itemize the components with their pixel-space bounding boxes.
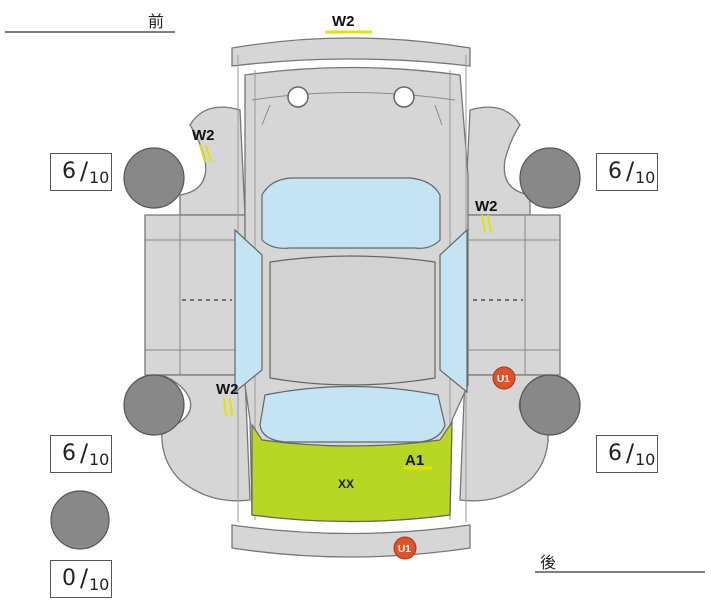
tread-num: 6 (62, 159, 76, 184)
rear-label: 後 (540, 554, 556, 572)
right-doors[interactable] (464, 214, 561, 376)
tread-slash: / (626, 157, 635, 185)
roof[interactable] (269, 255, 436, 386)
spare-tire[interactable] (50, 490, 110, 550)
tread-den: 10 (635, 168, 656, 187)
badge-bottom-u1-text: U1 (398, 544, 411, 555)
mark-trunk-xx: XX (338, 477, 354, 491)
badge-right-u1-text: U1 (497, 374, 510, 385)
windshield[interactable] (261, 177, 441, 249)
mark-front-left: W2 (192, 127, 215, 144)
rear-left-tread-box: 6 / 10 (50, 435, 112, 473)
tread-slash: / (80, 439, 89, 467)
tread-num: 6 (608, 441, 622, 466)
mark-roof-top: W2 (332, 13, 355, 30)
rear-right-tread-box: 6 / 10 (596, 435, 658, 473)
tread-den: 10 (89, 168, 110, 187)
mark-right-door: W2 (475, 198, 498, 215)
tread-slash: / (80, 157, 89, 185)
front-label: 前 (148, 13, 164, 31)
tread-num: 6 (62, 441, 76, 466)
left-headlight[interactable] (287, 86, 309, 108)
tread-den: 10 (89, 575, 110, 594)
rear-bumper[interactable] (231, 524, 471, 558)
rear-window[interactable] (259, 385, 446, 443)
right-headlight[interactable] (393, 86, 415, 108)
tread-den: 10 (89, 450, 110, 469)
spare-tread-box: 0 / 10 (50, 560, 112, 598)
left-doors[interactable] (144, 214, 246, 376)
tread-num: 0 (62, 566, 76, 591)
left-front-fender[interactable] (179, 106, 246, 216)
mark-trunk-a1: A1 (405, 452, 424, 469)
front-right-tire[interactable] (519, 147, 581, 209)
right-side-window[interactable] (439, 228, 468, 394)
tread-slash: / (626, 439, 635, 467)
badge-right-u1[interactable] (492, 366, 516, 390)
badge-bottom-u1[interactable] (393, 536, 417, 560)
trunk-lid[interactable] (251, 419, 453, 523)
mark-left-rear: W2 (216, 381, 239, 398)
tread-slash: / (80, 564, 89, 592)
rear-left-tire[interactable] (123, 374, 185, 436)
tread-num: 6 (608, 159, 622, 184)
front-left-tire[interactable] (123, 147, 185, 209)
front-left-tread-box: 6 / 10 (50, 153, 112, 191)
tread-den: 10 (635, 450, 656, 469)
front-bumper[interactable] (231, 37, 471, 67)
right-front-fender[interactable] (464, 106, 531, 216)
left-side-window[interactable] (234, 228, 263, 394)
front-right-tread-box: 6 / 10 (596, 153, 658, 191)
rear-right-tire[interactable] (519, 374, 581, 436)
